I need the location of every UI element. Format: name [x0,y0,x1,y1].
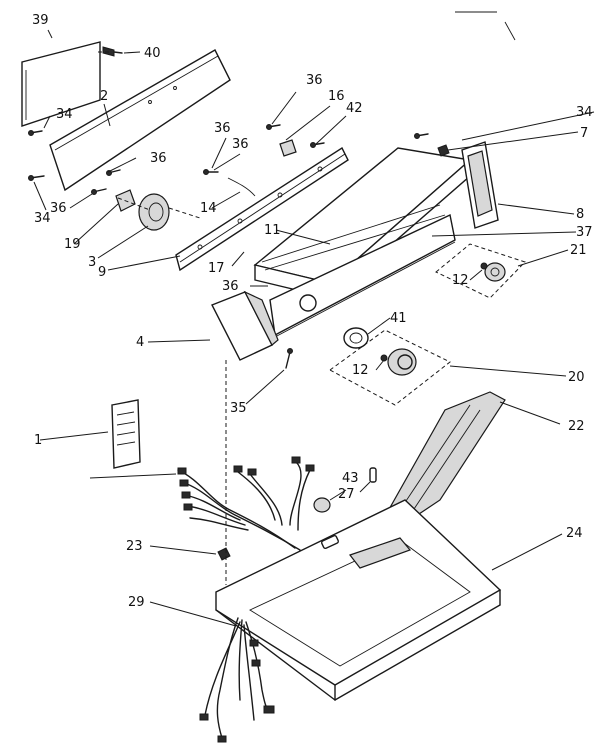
callout-29: 29 [128,595,145,610]
part-20-knob-group [329,329,451,406]
part-14-wire [203,169,256,197]
callout-42: 42 [346,101,363,116]
callout-12-upper: 12 [452,273,469,288]
part-16-switch [266,124,325,157]
callout-labels: 39 40 2 34 36 34 36 19 3 9 36 16 42 36 3… [32,13,593,610]
part-9-bracket [175,146,349,272]
part-7-clip [414,133,450,157]
part-22-harness-cover [382,391,506,531]
alignment-lines [98,51,227,585]
console-face [269,213,456,338]
part-4-side-bracket [211,290,279,361]
part-3-timer [138,193,201,231]
callout-9: 9 [98,265,106,280]
callout-37: 37 [576,225,593,240]
part-43-grommet [313,497,331,513]
callout-17: 17 [208,261,225,276]
callout-36-lower-left: 36 [50,201,67,216]
part-39-access-panel [21,41,101,127]
callout-36-console: 36 [222,279,239,294]
callout-19: 19 [64,237,81,252]
callout-36-top-middle: 36 [306,73,323,88]
part-29-wire-harness [199,617,275,743]
callout-23: 23 [126,539,143,554]
callout-2: 2 [100,89,108,104]
callout-leaders [33,29,595,627]
part-35-screw [285,348,293,369]
corner-marks [455,11,516,41]
callout-24: 24 [566,526,583,541]
part-27-pin [369,467,377,483]
part-23-clip [217,547,231,561]
callout-20: 20 [568,370,585,385]
callout-16: 16 [328,89,345,104]
part-41-bezel [343,327,369,349]
callout-22: 22 [568,419,585,434]
part-24-top-cover [215,499,502,701]
callout-12-lower: 12 [352,363,369,378]
callout-4: 4 [136,335,144,350]
callout-36-center-b: 36 [232,137,249,152]
callout-36-center-a: 36 [214,121,231,136]
callout-34-right: 34 [576,105,593,120]
part-21-knob-group [435,243,526,299]
callout-41: 41 [390,311,407,326]
part-1-wiring-sheet [111,399,141,469]
callout-14: 14 [200,201,217,216]
part-2-rear-panel [49,49,231,192]
callout-35: 35 [230,401,247,416]
callout-43: 43 [342,471,359,486]
callout-1: 1 [34,433,42,448]
callout-27: 27 [338,487,355,502]
callout-11: 11 [264,223,281,238]
callout-3: 3 [88,255,96,270]
callout-34-top-left: 34 [56,107,73,122]
callout-7: 7 [580,126,588,141]
callout-8: 8 [576,207,584,222]
callout-21: 21 [570,243,587,258]
callout-34-bottom-left: 34 [34,211,51,226]
part-8-end-cap [461,141,499,229]
callout-40: 40 [144,46,161,61]
screws-left [28,130,121,195]
upper-wire-harness [177,456,315,551]
callout-39: 39 [32,13,49,28]
callout-36-left: 36 [150,151,167,166]
